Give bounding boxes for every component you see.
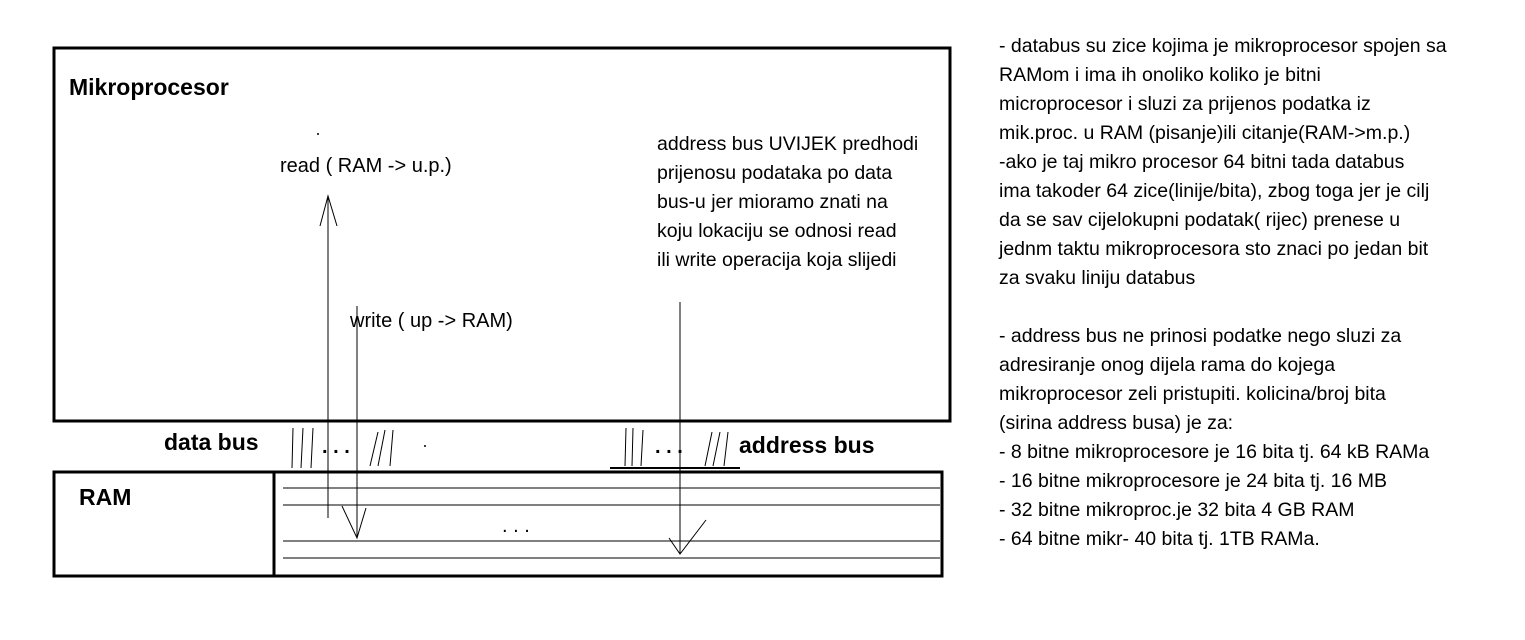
note-line: koju lokaciju se odnosi read — [657, 220, 897, 242]
note-line: address bus UVIJEK predhodi — [657, 133, 919, 155]
stray-dot — [424, 445, 426, 447]
explanation-line: - 64 bitne mikr- 40 bita tj. 1TB RAMa. — [999, 528, 1320, 550]
explanation-text: - databus su zice kojima je mikroproceso… — [999, 32, 1447, 554]
explanation-line — [999, 293, 1447, 322]
ram-rows-dots: . . . — [502, 515, 530, 537]
explanation-line: - 16 bitne mikroprocesore je 24 bita tj.… — [999, 470, 1388, 492]
write-label: write ( up -> RAM) — [350, 310, 513, 332]
address-bus-wires — [624, 427, 729, 467]
note-line: prijenosu podataka po data — [657, 162, 893, 184]
explanation-line: microprocesor i sluzi za prijenos podatk… — [999, 93, 1371, 115]
address-bus-dots: . . . — [655, 436, 683, 458]
microprocessor-box — [52, 46, 952, 423]
explanation-line: - 8 bitne mikroprocesore je 16 bita tj. … — [999, 441, 1430, 463]
explanation-line: mikroprocesor zeli pristupiti. kolicina/… — [999, 383, 1386, 405]
read-label: read ( RAM -> u.p.) — [280, 155, 452, 177]
explanation-line: jednm taktu mikroprocesora sto znaci po … — [999, 238, 1429, 260]
data-bus-label: data bus — [164, 429, 259, 455]
microprocessor-label: Mikroprocesor — [69, 74, 229, 100]
explanation-line: adresiranje onog dijela rama do kojega — [999, 354, 1336, 376]
write-arrow — [341, 306, 367, 540]
explanation-line: ima takoder 64 zice(linije/bita), zbog t… — [999, 180, 1430, 202]
note-line: bus-u jer mioramo znati na — [657, 191, 888, 213]
note-line: ili write operacija koja slijedi — [657, 249, 897, 271]
explanation-line: - 32 bitne mikroproc.je 32 bita 4 GB RAM — [999, 499, 1355, 521]
explanation-line: za svaku liniju databus — [999, 267, 1196, 289]
explanation-line: -ako je taj mikro procesor 64 bitni tada… — [999, 151, 1405, 173]
ram-box — [52, 470, 944, 578]
address-bus-note: address bus UVIJEK predhodi prijenosu po… — [657, 130, 918, 275]
explanation-line: RAMom i ima ih onoliko koliko je bitni — [999, 64, 1321, 86]
address-bus-label: address bus — [739, 432, 875, 458]
stray-dot — [317, 133, 319, 135]
data-bus-wires — [291, 427, 394, 469]
explanation-line: mik.proc. u RAM (pisanje)ili citanje(RAM… — [999, 122, 1411, 144]
explanation-line: (sirina address busa) je za: — [999, 412, 1234, 434]
explanation-line: - address bus ne prinosi podatke nego sl… — [999, 325, 1402, 347]
address-arrow — [668, 302, 707, 555]
data-bus-dots: . . . — [322, 436, 350, 458]
ram-label: RAM — [79, 484, 132, 510]
explanation-line: - databus su zice kojima je mikroproceso… — [999, 35, 1447, 57]
explanation-line: da se sav cijelokupni podatak( rijec) pr… — [999, 209, 1401, 231]
read-arrow — [319, 194, 338, 518]
